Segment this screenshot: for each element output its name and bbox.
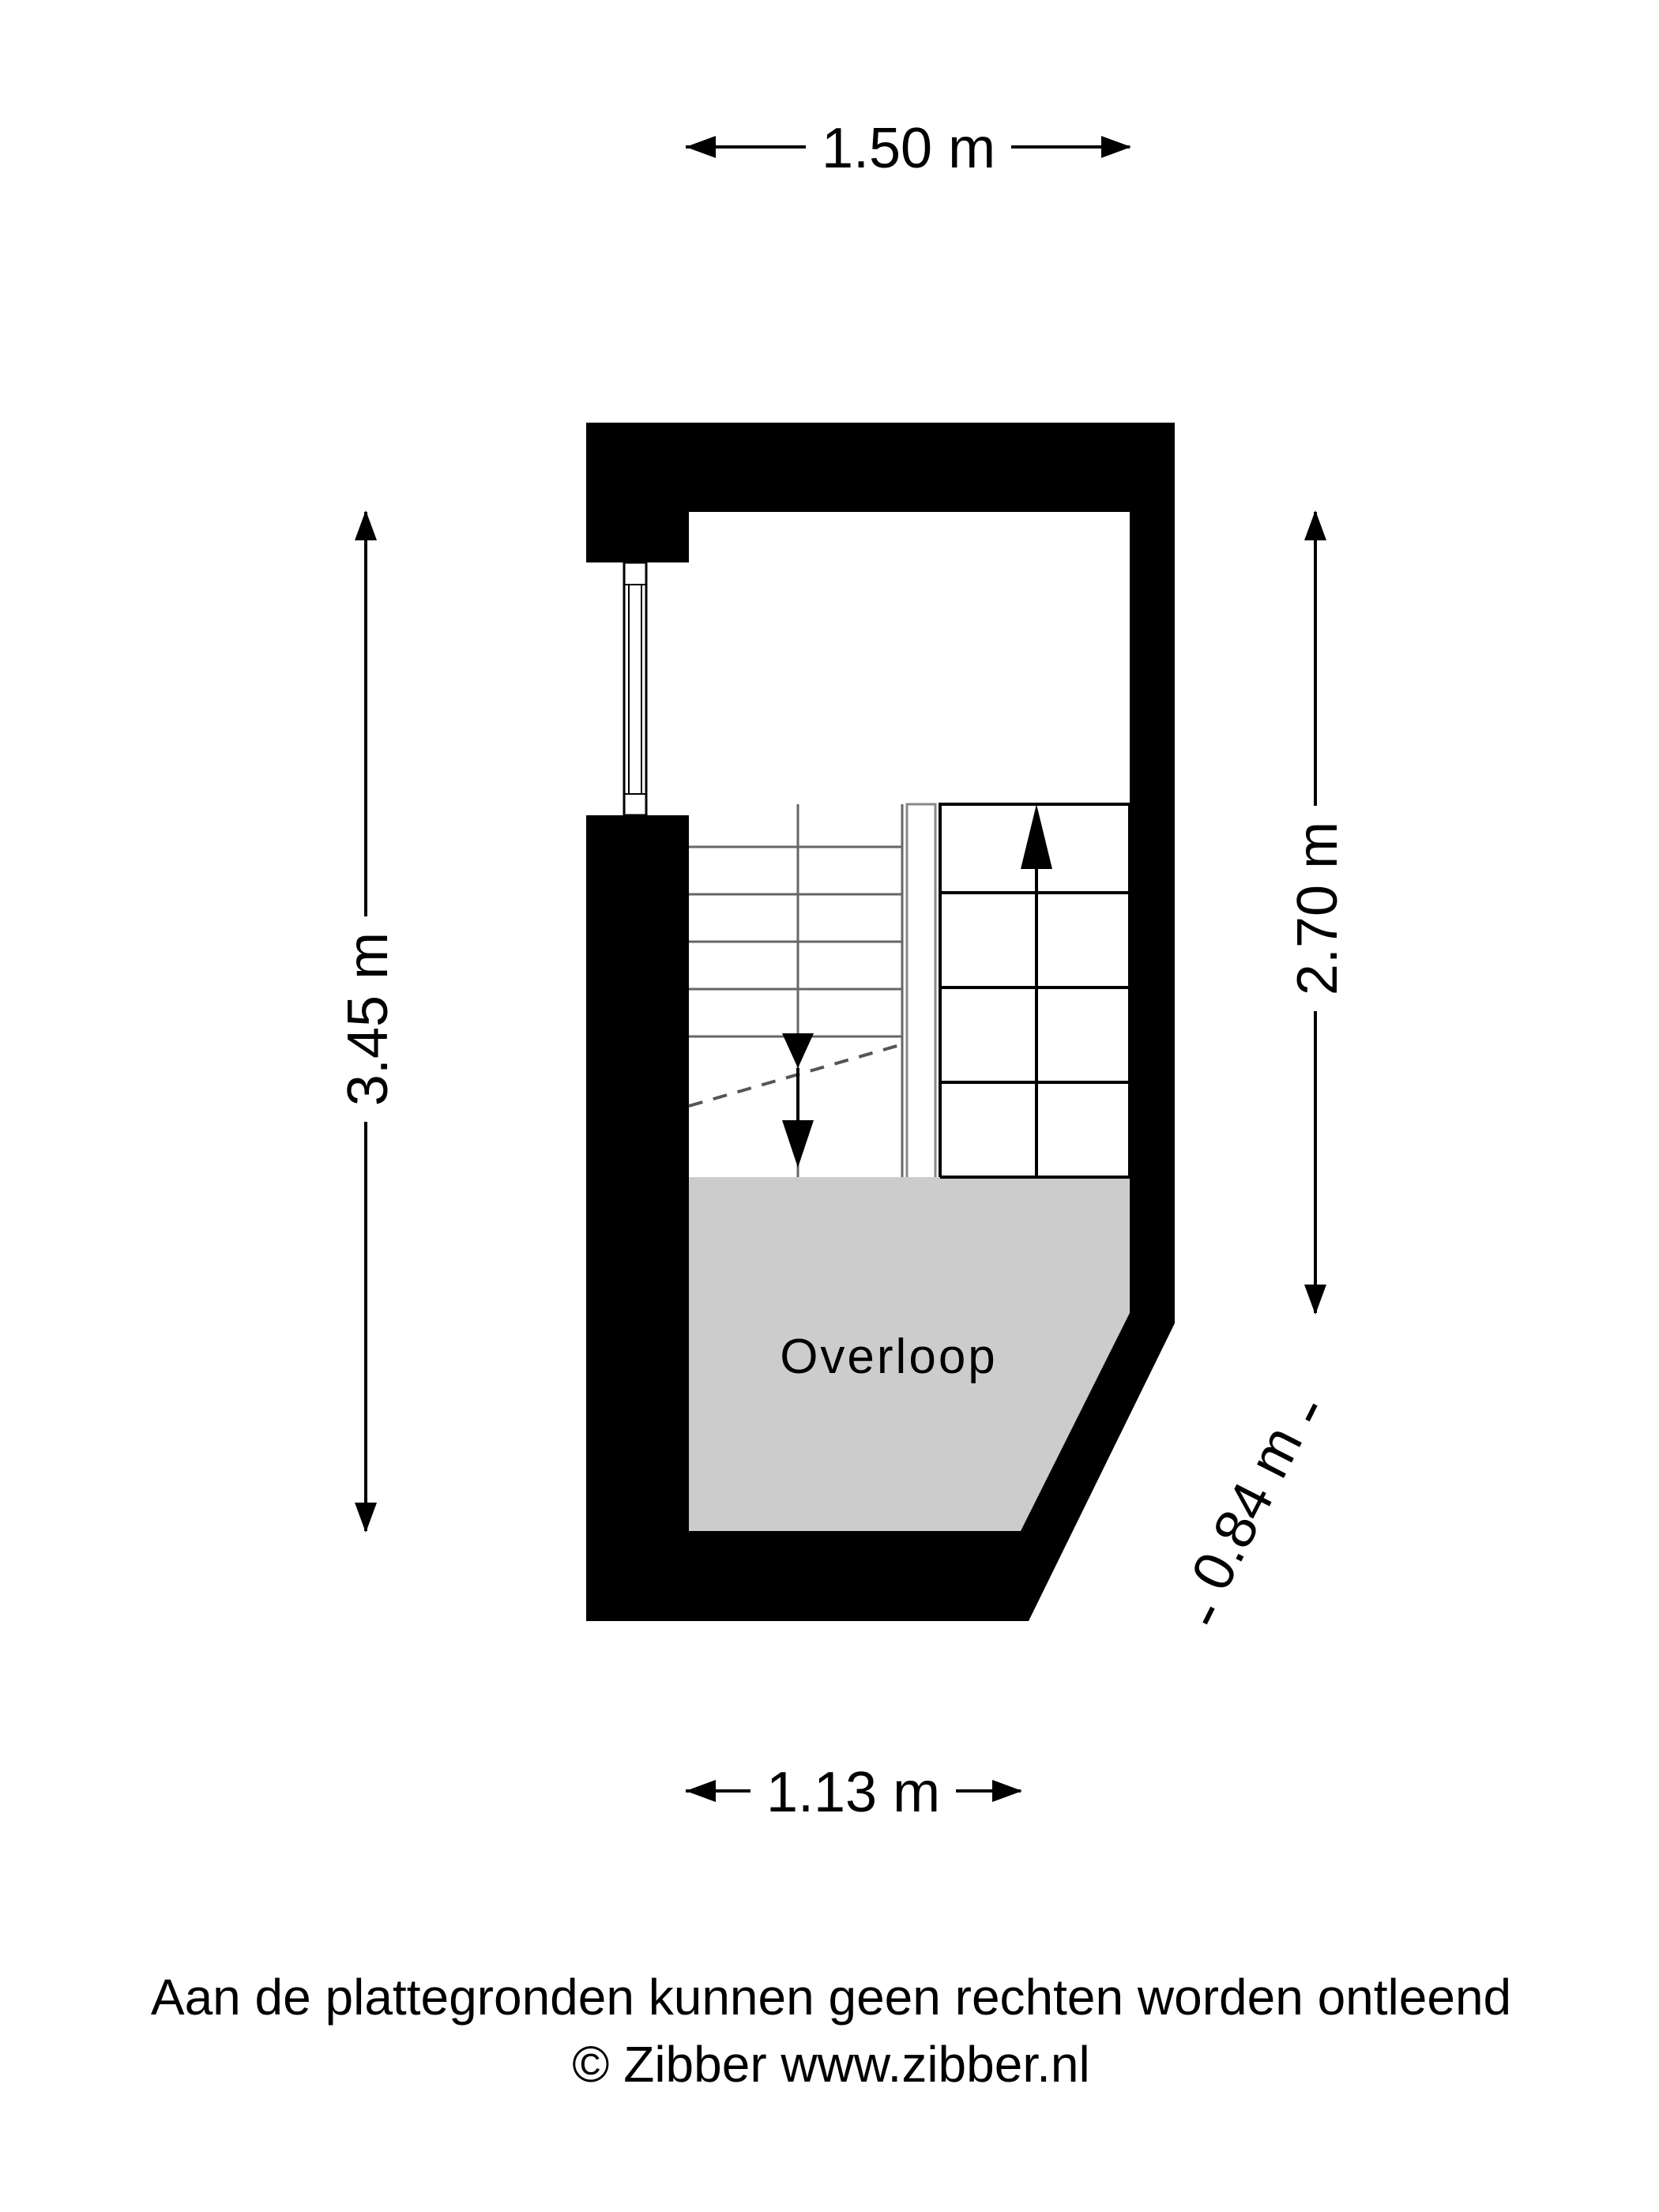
dimension-top: 1.50 m — [686, 117, 1131, 180]
stair-flight-up — [939, 803, 1131, 1179]
arrow-down-icon — [782, 1033, 814, 1068]
svg-text:0.84 m: 0.84 m — [1179, 1416, 1315, 1600]
svg-text:2.70 m: 2.70 m — [1286, 822, 1349, 995]
stair-stringer — [905, 803, 937, 1187]
footer-copyright: © Zibber www.zibber.nl — [572, 2036, 1089, 2093]
cut-line — [688, 1043, 903, 1108]
svg-text:3.45 m: 3.45 m — [337, 932, 400, 1106]
svg-text:1.50 m: 1.50 m — [822, 117, 995, 180]
dimension-bottom: 1.13 m — [686, 1761, 1022, 1824]
dimension-left: 3.45 m — [337, 510, 400, 1533]
room-label: Overloop — [780, 1330, 998, 1384]
footer-disclaimer: Aan de plattegronden kunnen geen rechten… — [151, 1969, 1511, 2026]
arrow-down-icon — [782, 1120, 814, 1168]
dimension-right: 2.70 m — [1286, 510, 1349, 1315]
stair-flight-down — [688, 804, 904, 1177]
room-overloop — [689, 1177, 1130, 1531]
window-frame — [623, 561, 648, 817]
window — [586, 562, 689, 815]
stair-void — [689, 512, 1130, 804]
arrow-up-icon — [1021, 804, 1052, 869]
dimension-diagonal: 0.84 m — [1179, 1403, 1318, 1625]
svg-text:1.13 m: 1.13 m — [766, 1761, 940, 1824]
